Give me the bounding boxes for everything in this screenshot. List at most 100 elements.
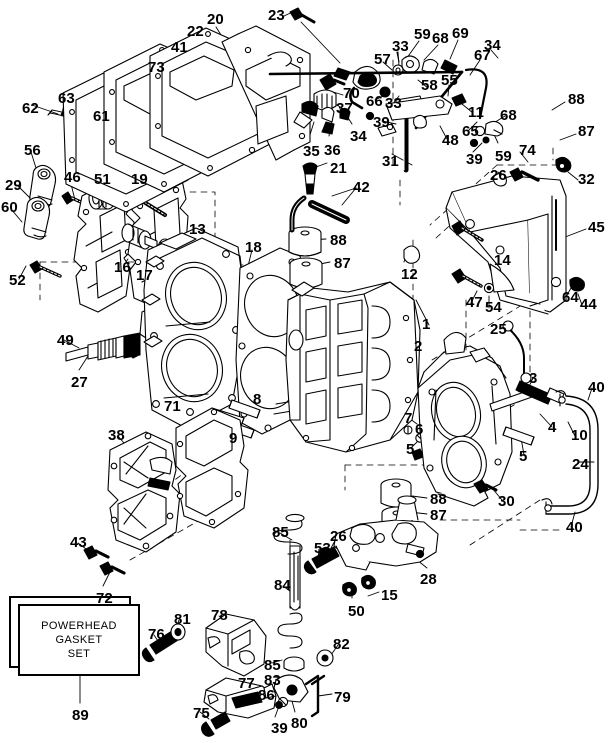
callout-number: 42 bbox=[353, 179, 370, 196]
callout-number: 22 bbox=[187, 23, 204, 40]
callout-number: 81 bbox=[174, 611, 191, 628]
callout-number: 87 bbox=[430, 507, 447, 524]
part-washer-81 bbox=[170, 623, 186, 641]
part-hose-42 bbox=[289, 195, 350, 233]
part-reed-plate-38 bbox=[107, 431, 181, 553]
callout-number: 21 bbox=[330, 160, 347, 177]
callout-number: 45 bbox=[588, 219, 605, 236]
callout-number: 11 bbox=[468, 104, 484, 121]
part-bolt-52 bbox=[29, 260, 62, 278]
callout-number: 59 bbox=[414, 26, 431, 43]
callout-number: 63 bbox=[58, 90, 75, 107]
callout-number: 39 bbox=[466, 151, 483, 168]
callout-number: 62 bbox=[22, 100, 39, 117]
callout-number: 85 bbox=[272, 524, 289, 541]
callout-number: 65 bbox=[462, 123, 479, 140]
callout-number: 25 bbox=[490, 321, 507, 338]
callout-number: 54 bbox=[485, 299, 502, 316]
callout-number: 55 bbox=[441, 72, 458, 89]
part-shift-rod-84 bbox=[289, 545, 301, 611]
callout-number: 67 bbox=[474, 47, 491, 64]
part-nut-50 bbox=[342, 581, 357, 597]
callout-number: 15 bbox=[381, 587, 398, 604]
callout-number: 82 bbox=[333, 636, 350, 653]
part-bolt-14 bbox=[451, 220, 484, 242]
callout-number: 60 bbox=[1, 199, 18, 216]
part-washer-54 bbox=[483, 282, 495, 294]
callout-number: 56 bbox=[24, 142, 41, 159]
callout-number: 26 bbox=[330, 528, 347, 545]
callout-number: 34 bbox=[350, 128, 367, 145]
callout-number: 68 bbox=[432, 30, 449, 47]
gasket-set-line-2: GASKET bbox=[55, 634, 103, 646]
part-rod-79 bbox=[304, 674, 326, 718]
callout-number: 66 bbox=[366, 93, 383, 110]
callout-number: 48 bbox=[442, 132, 459, 149]
callout-number: 20 bbox=[207, 11, 224, 28]
callout-number: 52 bbox=[9, 272, 26, 289]
callout-number: 32 bbox=[578, 171, 595, 188]
callout-number: 33 bbox=[385, 95, 402, 112]
part-anode-60 bbox=[23, 196, 51, 240]
part-bolt-53 bbox=[303, 546, 340, 575]
callout-number: 64 bbox=[562, 289, 579, 306]
callout-number: 50 bbox=[348, 603, 365, 620]
callout-number: 77 bbox=[238, 675, 255, 692]
callout-number: 31 bbox=[382, 153, 399, 170]
callout-number: 9 bbox=[229, 430, 238, 447]
callout-number: 26 bbox=[490, 167, 507, 184]
part-bolt-75 bbox=[200, 711, 231, 737]
callout-number: 19 bbox=[131, 171, 148, 188]
callout-number: 68 bbox=[500, 107, 517, 124]
callout-number: 34 bbox=[484, 37, 501, 54]
part-cap-12 bbox=[403, 245, 421, 264]
callout-number: 74 bbox=[519, 142, 536, 159]
callout-number: 14 bbox=[494, 252, 511, 269]
part-fitting-21 bbox=[302, 162, 318, 195]
callout-number: 49 bbox=[57, 332, 74, 349]
callout-number: 69 bbox=[452, 25, 469, 42]
part-washer-82 bbox=[316, 649, 334, 667]
callout-number: 51 bbox=[94, 171, 111, 188]
callout-number: 80 bbox=[291, 715, 308, 732]
part-cluster-70-37 bbox=[293, 73, 351, 135]
part-bolt-23 bbox=[289, 7, 316, 24]
gasket-set-box: POWERHEAD GASKET SET bbox=[18, 604, 140, 676]
callout-number: 18 bbox=[245, 239, 262, 256]
part-washer-39-lower bbox=[275, 701, 283, 709]
callout-number: 10 bbox=[571, 427, 588, 444]
callout-number: 29 bbox=[5, 177, 22, 194]
callout-number: 33 bbox=[392, 38, 409, 55]
callout-number: 5 bbox=[406, 441, 415, 458]
callout-number: 43 bbox=[70, 534, 87, 551]
callout-number: 40 bbox=[588, 379, 605, 396]
callout-number: 27 bbox=[71, 374, 88, 391]
part-bolt-30 bbox=[473, 479, 498, 494]
part-bolt-5-right bbox=[502, 426, 535, 446]
callout-number: 57 bbox=[374, 51, 391, 68]
part-cylinder-head-13 bbox=[141, 227, 245, 429]
part-linkage-assembly bbox=[268, 51, 504, 173]
callout-number: 71 bbox=[164, 398, 181, 415]
callout-number: 44 bbox=[580, 296, 597, 313]
callout-number: 35 bbox=[303, 143, 320, 160]
callout-number: 8 bbox=[253, 391, 262, 408]
part-spring-85-top bbox=[273, 513, 305, 555]
part-bracket-45 bbox=[445, 156, 585, 384]
callout-number: 73 bbox=[148, 59, 165, 76]
callout-number: 89 bbox=[72, 707, 89, 724]
callout-number: 23 bbox=[268, 7, 285, 24]
part-thermostat-16 bbox=[121, 223, 158, 250]
part-bolt-7 bbox=[403, 425, 413, 435]
callout-number: 5 bbox=[519, 448, 528, 465]
callout-number: 37 bbox=[336, 100, 353, 117]
callout-number: 79 bbox=[334, 689, 351, 706]
part-clamp-40-bottom bbox=[541, 498, 553, 515]
callout-number: 40 bbox=[566, 519, 583, 536]
callout-number: 36 bbox=[324, 142, 341, 159]
gasket-set-line-1: POWERHEAD bbox=[41, 620, 117, 632]
part-hose-24 bbox=[545, 395, 599, 515]
callout-number: 39 bbox=[271, 720, 288, 737]
